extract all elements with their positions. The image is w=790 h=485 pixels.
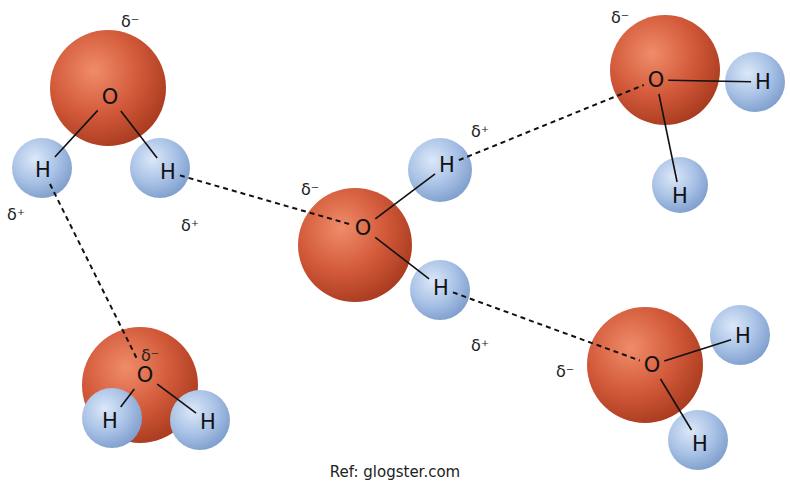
partial-charge: δ⁺ — [181, 217, 199, 235]
hydrogen-bond — [50, 184, 138, 361]
hydrogen-sphere — [130, 138, 190, 198]
atom-symbol: H — [200, 411, 216, 433]
hydrogen-sphere — [710, 305, 770, 365]
hydrogen-atom: H — [431, 276, 451, 300]
hydrogen-sphere — [170, 390, 230, 450]
hydrogen-atom: H — [690, 432, 710, 456]
oxygen-sphere — [298, 188, 412, 302]
hydrogen-atom: H — [437, 153, 457, 177]
atom-symbol: H — [160, 161, 176, 183]
atom-symbol: H — [692, 433, 708, 455]
hydrogen-bond — [453, 292, 640, 360]
hydrogen-sphere — [410, 260, 470, 320]
hydrogen-atom: H — [100, 409, 120, 433]
hydrogen-sphere — [12, 138, 72, 198]
hydrogen-atom: H — [33, 158, 53, 182]
atom-symbol: H — [672, 185, 688, 207]
atom-symbol: O — [102, 86, 119, 108]
partial-charge: δ⁻ — [141, 347, 159, 365]
atom-symbol: H — [439, 154, 455, 176]
partial-charge: δ⁺ — [471, 337, 489, 355]
covalent-bond — [375, 237, 429, 278]
partial-charge: δ⁻ — [611, 9, 629, 27]
oxygen-sphere — [50, 30, 166, 146]
hydrogen-atom: H — [158, 160, 178, 184]
covalent-bond — [664, 340, 731, 361]
atom-symbol: O — [137, 364, 154, 386]
atom-symbol: H — [102, 410, 118, 432]
reference-caption: Ref: glogster.com — [330, 464, 460, 481]
hydrogen-sphere — [408, 138, 472, 202]
hydrogen-sphere — [668, 410, 728, 470]
covalent-bond — [121, 111, 157, 158]
covalent-bond — [55, 110, 98, 157]
oxygen-atom: O — [646, 68, 667, 92]
hydrogen-sphere — [82, 388, 142, 448]
atom-symbol: H — [35, 159, 51, 181]
hydrogen-bond — [180, 175, 351, 224]
atom-symbol: H — [735, 325, 751, 347]
covalent-bond — [661, 379, 692, 430]
hydrogen-atom: H — [670, 184, 690, 208]
hydrogen-sphere — [652, 157, 708, 213]
hydrogen-atom: H — [753, 70, 773, 94]
partial-charge: δ⁻ — [556, 363, 574, 381]
oxygen-sphere — [587, 307, 703, 423]
oxygen-sphere — [610, 15, 720, 125]
atom-symbol: O — [355, 217, 372, 239]
atom-symbol: H — [755, 71, 771, 93]
atom-symbol: O — [644, 354, 661, 376]
oxygen-atom: O — [100, 85, 121, 109]
oxygen-atom: O — [135, 363, 156, 387]
hydrogen-atom: H — [198, 410, 218, 434]
covalent-bond — [668, 80, 751, 82]
atom-symbol: O — [648, 69, 665, 91]
oxygen-atom: O — [353, 216, 374, 240]
covalent-bond — [121, 389, 135, 407]
oxygen-atom: O — [642, 353, 663, 377]
covalent-bond — [375, 174, 435, 219]
partial-charge: δ⁻ — [301, 181, 319, 199]
partial-charge: δ⁺ — [471, 123, 489, 141]
partial-charge: δ⁻ — [121, 13, 139, 31]
hydrogen-bond — [459, 85, 644, 160]
hydrogen-atom: H — [733, 324, 753, 348]
covalent-bond — [157, 384, 196, 413]
atom-symbol: H — [433, 277, 449, 299]
covalent-bond — [659, 94, 677, 182]
partial-charge: δ⁺ — [7, 206, 25, 224]
